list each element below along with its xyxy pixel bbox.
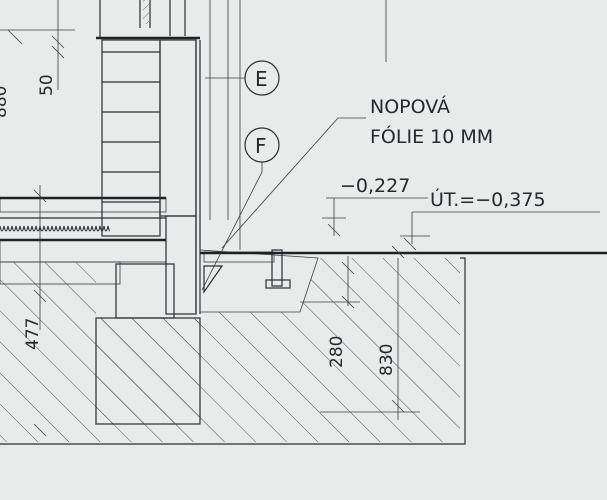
level-mark-a — [322, 197, 428, 237]
marker-e — [205, 60, 280, 96]
note-line-1: NOPOVÁ — [370, 95, 450, 118]
dimension-50: 50 — [37, 74, 57, 96]
floor-layers — [0, 196, 167, 285]
level-b-text: ÚT.=−0,375 — [430, 187, 546, 211]
insulation-layer — [159, 39, 201, 315]
level-a-text: −0,227 — [340, 175, 410, 197]
marker-f — [201, 127, 280, 291]
dimension-880-cut: 880 — [0, 86, 11, 118]
note-leader — [221, 117, 366, 249]
dimension-280-line — [341, 245, 405, 413]
left-dimension — [0, 0, 75, 437]
frame-lines — [99, 0, 241, 250]
dimension-477: 477 — [23, 318, 43, 350]
level-mark-b — [400, 211, 600, 251]
dimension-830: 830 — [377, 344, 397, 376]
plinth — [115, 263, 175, 319]
wall-brick — [96, 36, 200, 237]
marker-f-letter: F — [255, 134, 267, 158]
terrace-surface — [199, 249, 319, 313]
dimension-280: 280 — [327, 336, 347, 368]
reference-lines — [300, 0, 420, 420]
note-line-2: FÓLIE 10 MM — [370, 124, 493, 148]
foundation-block — [95, 317, 201, 425]
marker-e-letter: E — [255, 67, 268, 91]
